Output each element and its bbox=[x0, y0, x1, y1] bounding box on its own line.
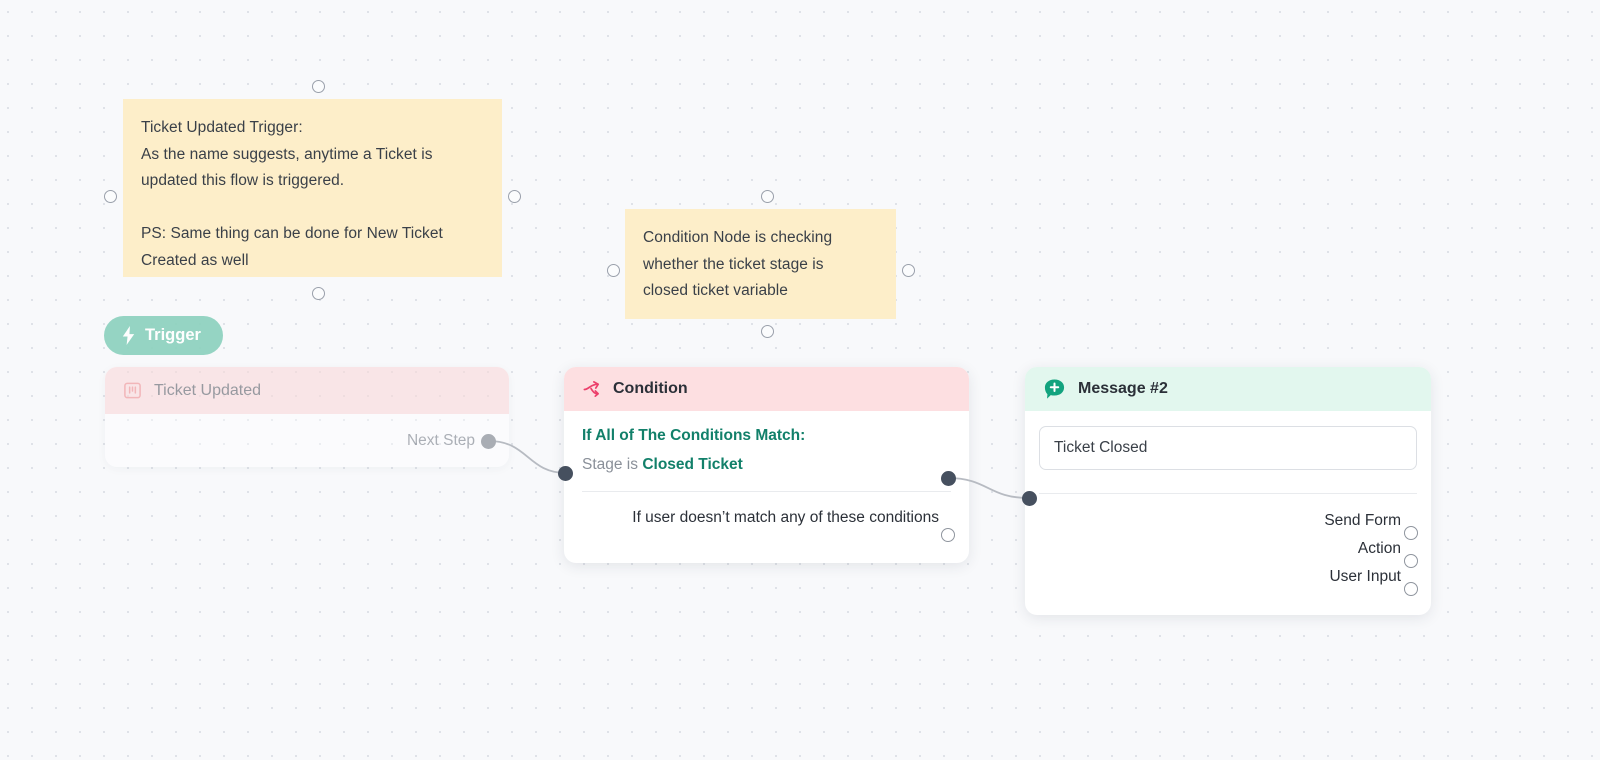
handle-condition-target[interactable] bbox=[558, 466, 573, 481]
note1-resize-handle-left[interactable] bbox=[104, 190, 117, 203]
handle-ticket-updated-next-step-source[interactable] bbox=[481, 434, 496, 449]
next-step-label: Next Step bbox=[406, 431, 475, 449]
trigger-badge: Trigger bbox=[104, 316, 223, 355]
node-condition[interactable]: Condition If All of The Conditions Match… bbox=[564, 367, 969, 563]
sticky-note-trigger-explain[interactable]: Ticket Updated Trigger: As the name sugg… bbox=[123, 99, 502, 277]
node-ticket-updated-body: Next Step bbox=[105, 414, 509, 467]
message-actions-list: Send Form Action User Input bbox=[1025, 494, 1431, 591]
node-condition-header: Condition bbox=[564, 367, 969, 411]
node-condition-title: Condition bbox=[613, 380, 688, 397]
condition-rule-row[interactable]: Stage is Closed Ticket bbox=[582, 456, 951, 491]
note2-resize-handle-left[interactable] bbox=[607, 264, 620, 277]
handle-condition-match-source[interactable] bbox=[941, 471, 956, 486]
condition-match-title: If All of The Conditions Match: bbox=[582, 427, 806, 444]
note1-resize-handle-right[interactable] bbox=[508, 190, 521, 203]
condition-rule-prefix: Stage is bbox=[582, 456, 643, 473]
note1-resize-handle-top[interactable] bbox=[312, 80, 325, 93]
message-action-user-input[interactable]: User Input bbox=[1329, 568, 1401, 585]
handle-condition-fallback-source[interactable] bbox=[941, 528, 955, 542]
condition-fallback-row[interactable]: If user doesn’t match any of these condi… bbox=[632, 509, 939, 526]
message-action-send-form[interactable]: Send Form bbox=[1324, 512, 1401, 529]
note2-resize-handle-top[interactable] bbox=[761, 190, 774, 203]
handle-message-2-target[interactable] bbox=[1022, 491, 1037, 506]
trigger-badge-label: Trigger bbox=[145, 326, 201, 344]
lightning-bolt-icon bbox=[121, 326, 136, 345]
node-message-2-header: Message #2 bbox=[1025, 367, 1431, 411]
node-ticket-updated[interactable]: Ticket Updated Next Step bbox=[105, 367, 509, 467]
handle-message-2-action-source[interactable] bbox=[1404, 554, 1418, 568]
condition-divider bbox=[582, 491, 951, 492]
note1-resize-handle-bottom[interactable] bbox=[312, 287, 325, 300]
message-action-action[interactable]: Action bbox=[1357, 540, 1401, 557]
node-condition-body: If All of The Conditions Match: Stage is… bbox=[564, 411, 969, 491]
node-message-2-title: Message #2 bbox=[1078, 380, 1168, 397]
node-message-2-body: Ticket Closed bbox=[1025, 411, 1431, 470]
branch-arrow-icon bbox=[582, 380, 601, 399]
node-ticket-updated-header: Ticket Updated bbox=[105, 367, 509, 414]
node-message-2[interactable]: Message #2 Ticket Closed Send Form Actio… bbox=[1025, 367, 1431, 615]
message-divider bbox=[1039, 493, 1417, 494]
handle-message-2-send-form-source[interactable] bbox=[1404, 526, 1418, 540]
node-ticket-updated-title: Ticket Updated bbox=[154, 381, 262, 399]
message-text-input[interactable]: Ticket Closed bbox=[1039, 426, 1417, 470]
board-icon bbox=[123, 381, 142, 400]
note2-resize-handle-bottom[interactable] bbox=[761, 325, 774, 338]
chat-plus-icon bbox=[1043, 378, 1066, 401]
note2-resize-handle-right[interactable] bbox=[902, 264, 915, 277]
sticky-note-condition-explain[interactable]: Condition Node is checking whether the t… bbox=[625, 209, 896, 319]
handle-message-2-user-input-source[interactable] bbox=[1404, 582, 1418, 596]
condition-rule-value: Closed Ticket bbox=[642, 456, 743, 473]
